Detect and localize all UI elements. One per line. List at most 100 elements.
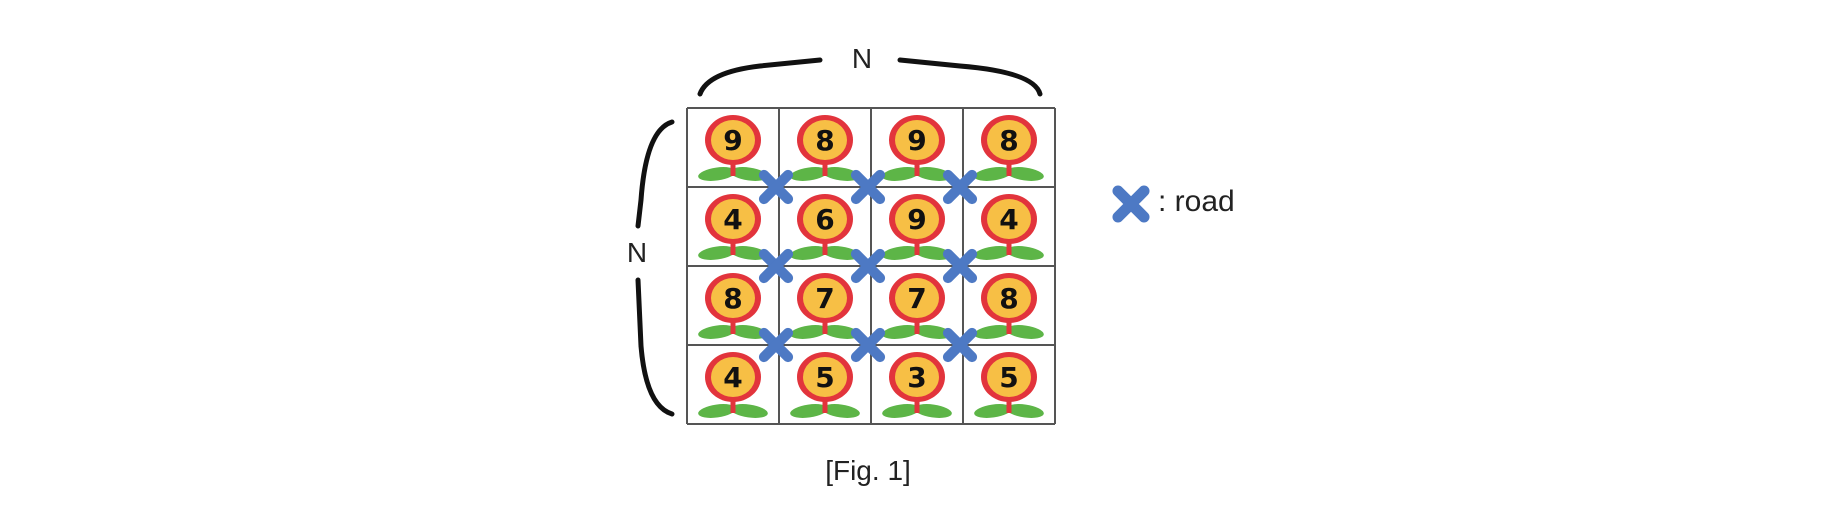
flower-cell: 3 — [882, 352, 952, 418]
flower-cell: 9 — [698, 115, 768, 181]
flower-center — [895, 278, 939, 318]
flower-stem — [730, 314, 736, 334]
flower-stem — [1006, 235, 1012, 255]
flower-center — [987, 120, 1031, 160]
flower-value: 8 — [999, 124, 1018, 157]
flower-cell: 4 — [974, 194, 1044, 260]
leaf-left — [790, 325, 828, 339]
leaf-left — [790, 246, 828, 260]
flower-stem — [914, 314, 920, 334]
leaf-right — [1006, 404, 1044, 418]
leaf-right — [822, 325, 860, 339]
flower-value: 4 — [723, 361, 742, 394]
leaf-right — [914, 167, 952, 181]
leaf-left — [882, 325, 920, 339]
flower-stem — [730, 393, 736, 413]
flower-center — [711, 357, 755, 397]
flower-center — [987, 357, 1031, 397]
cross-road-icon — [1112, 185, 1150, 223]
flower-value: 6 — [815, 203, 834, 236]
leaf-right — [822, 246, 860, 260]
leaf-left — [698, 404, 736, 418]
flower-center — [711, 120, 755, 160]
cross-road-icon — [758, 248, 794, 284]
leaf-right — [730, 167, 768, 181]
leaf-right — [1006, 325, 1044, 339]
flower-stem — [822, 393, 828, 413]
cross-road-icon — [758, 169, 794, 205]
leaf-left — [698, 167, 736, 181]
top-label: N — [852, 43, 872, 74]
flower-value: 7 — [815, 282, 834, 315]
leaf-left — [974, 325, 1012, 339]
road-markers — [758, 169, 978, 363]
legend-label: : road — [1158, 185, 1235, 218]
flower-cell: 8 — [698, 273, 768, 339]
flower-value: 5 — [999, 361, 1018, 394]
leaf-left — [882, 404, 920, 418]
flower-value: 4 — [999, 203, 1018, 236]
flower-cell: 7 — [882, 273, 952, 339]
flower-center — [895, 357, 939, 397]
leaf-right — [914, 246, 952, 260]
flower-center — [895, 120, 939, 160]
leaf-right — [914, 404, 952, 418]
flower-cell: 9 — [882, 115, 952, 181]
flower-stem — [914, 235, 920, 255]
flower-stem — [730, 235, 736, 255]
legend: : road — [1112, 185, 1235, 223]
flower-center — [803, 120, 847, 160]
flower-cell: 9 — [882, 194, 952, 260]
flower-stem — [1006, 314, 1012, 334]
top-brace — [697, 57, 1043, 97]
flower-cell: 6 — [790, 194, 860, 260]
flower-value: 3 — [907, 361, 926, 394]
flower-center — [895, 199, 939, 239]
leaf-right — [730, 404, 768, 418]
flower-center — [803, 199, 847, 239]
cross-road-icon — [1112, 185, 1150, 223]
cross-road-icon — [942, 327, 978, 363]
leaf-right — [1006, 167, 1044, 181]
leaf-left — [974, 167, 1012, 181]
flower-cell: 7 — [790, 273, 860, 339]
flower-stem — [1006, 393, 1012, 413]
leaf-right — [822, 167, 860, 181]
leaf-left — [698, 246, 736, 260]
flower-stem — [914, 393, 920, 413]
cross-road-icon — [850, 327, 886, 363]
flower-center — [803, 357, 847, 397]
flower-value: 5 — [815, 361, 834, 394]
flower-cell: 8 — [790, 115, 860, 181]
leaf-right — [730, 325, 768, 339]
flower-stem — [730, 156, 736, 176]
flower-value: 9 — [907, 124, 926, 157]
flower-value: 7 — [907, 282, 926, 315]
flower-stem — [1006, 156, 1012, 176]
side-brace — [635, 119, 675, 417]
flower-value: 8 — [999, 282, 1018, 315]
leaf-left — [882, 246, 920, 260]
flower-cell: 5 — [790, 352, 860, 418]
leaf-right — [822, 404, 860, 418]
flower-cell: 4 — [698, 352, 768, 418]
cross-road-icon — [850, 248, 886, 284]
flower-center — [803, 278, 847, 318]
flower-value: 8 — [723, 282, 742, 315]
flower-cell: 5 — [974, 352, 1044, 418]
leaf-left — [974, 246, 1012, 260]
cross-road-icon — [942, 169, 978, 205]
leaf-left — [698, 325, 736, 339]
flower-stem — [822, 314, 828, 334]
leaf-right — [730, 246, 768, 260]
flower-center — [711, 278, 755, 318]
cross-road-icon — [850, 169, 886, 205]
flower-value: 9 — [723, 124, 742, 157]
side-label: N — [627, 237, 647, 268]
flower-center — [987, 278, 1031, 318]
figure-caption: [Fig. 1] — [825, 455, 911, 486]
leaf-right — [914, 325, 952, 339]
flower-stem — [822, 156, 828, 176]
leaf-right — [1006, 246, 1044, 260]
